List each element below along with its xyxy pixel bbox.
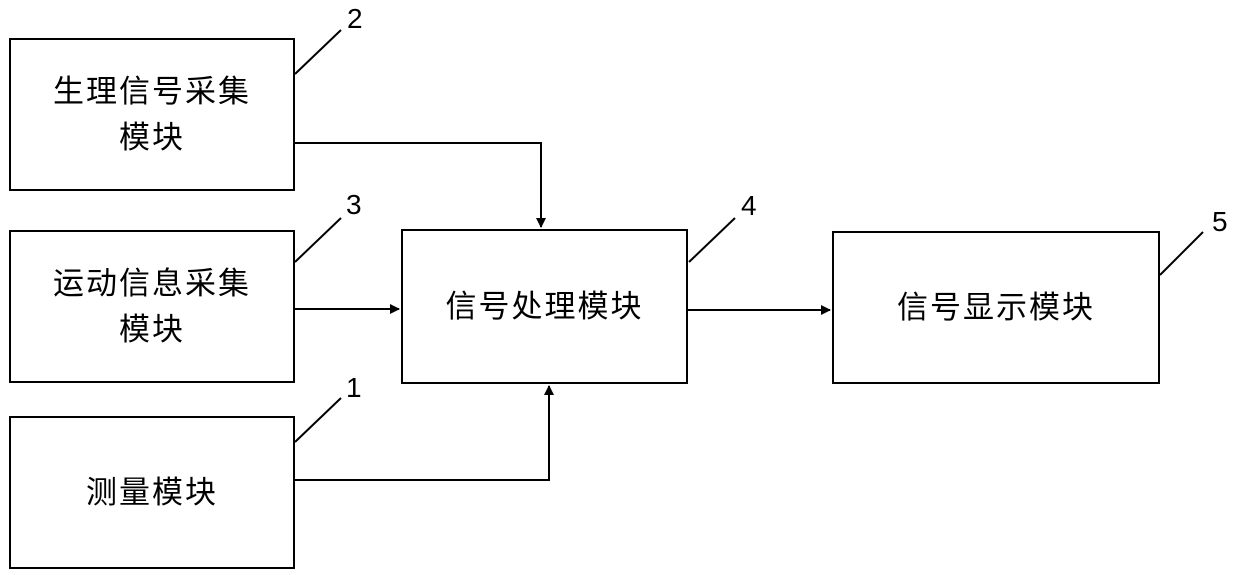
ref-number-1: 1 xyxy=(346,372,362,404)
ref-number-2: 2 xyxy=(347,3,363,35)
leader-line-1 xyxy=(295,398,341,442)
leader-line-3 xyxy=(295,218,341,262)
arrow-measurement-to-processing xyxy=(295,386,549,480)
leader-line-2 xyxy=(295,30,341,74)
arrow-physio-to-processing xyxy=(295,143,541,227)
ref-number-3: 3 xyxy=(346,189,362,221)
leader-line-4 xyxy=(689,218,735,262)
leader-line-5 xyxy=(1160,232,1203,275)
ref-number-5: 5 xyxy=(1212,206,1228,238)
ref-number-4: 4 xyxy=(741,190,757,222)
